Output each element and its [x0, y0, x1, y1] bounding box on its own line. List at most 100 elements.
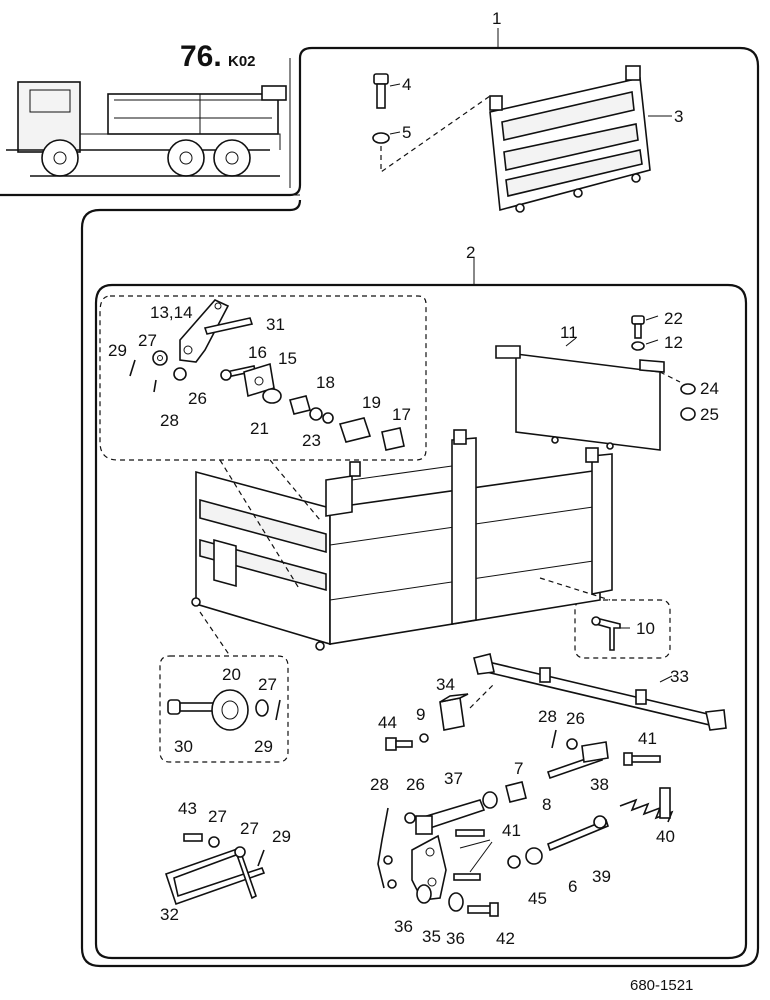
page-number: 76.	[180, 40, 222, 73]
bushing-12-part	[631, 341, 645, 351]
hinge-bracket-13-14	[179, 299, 230, 363]
callout-6: 6	[568, 877, 577, 896]
callout-15: 15	[278, 349, 297, 368]
drawing-code: 680-1521	[630, 977, 693, 994]
callout-42: 42	[496, 929, 515, 948]
callout-39: 39	[592, 867, 611, 886]
cross-shaft-33-part	[473, 653, 727, 731]
nut-45-part	[507, 855, 521, 869]
bushing-36a	[416, 884, 432, 904]
nut-24-part	[680, 383, 696, 395]
pin-10-part	[591, 616, 621, 651]
latch-17-part	[381, 427, 405, 451]
callout-28-rod: 28	[538, 707, 557, 726]
callout-27-handle-a: 27	[208, 807, 227, 826]
washer-26-rod	[566, 738, 578, 750]
callout-30: 30	[174, 737, 193, 756]
clamp-15-part	[243, 362, 275, 398]
callout-33: 33	[670, 667, 689, 686]
callout-17: 17	[392, 405, 411, 424]
washer-27-pulley	[255, 699, 269, 717]
callout-18: 18	[316, 373, 335, 392]
bolt-44-part	[385, 737, 413, 751]
inner-frame	[94, 283, 748, 960]
dump-truck-thumbnail	[6, 81, 287, 177]
pin-detail-box	[574, 599, 671, 659]
bolt-4-part	[373, 73, 389, 109]
callout-27-pulley: 27	[258, 675, 277, 694]
callout-37: 37	[444, 769, 463, 788]
nut-25-part	[680, 407, 696, 421]
callout-26-linkage: 26	[406, 775, 425, 794]
callout-41-linkage: 41	[502, 821, 521, 840]
callout-10: 10	[636, 619, 655, 638]
bushing-7-part	[482, 791, 498, 809]
callout-16: 16	[248, 343, 267, 362]
washer-27-handle-a	[208, 836, 220, 848]
page-number-suffix: K02	[228, 53, 256, 70]
pulley-20-part	[211, 689, 249, 731]
callout-1: 1	[492, 9, 501, 28]
callout-29-hinge: 29	[108, 341, 127, 360]
callout-31: 31	[266, 315, 285, 334]
callout-32: 32	[160, 905, 179, 924]
callout-19: 19	[362, 393, 381, 412]
pin-28-linkage	[377, 807, 389, 889]
callout-24: 24	[700, 379, 719, 398]
callout-45: 45	[528, 889, 547, 908]
washer-27-hinge	[152, 350, 168, 366]
pin-29-hinge	[129, 359, 136, 377]
washer-26-hinge	[173, 367, 187, 381]
side-panel-part	[495, 345, 665, 451]
callout-4: 4	[402, 75, 411, 94]
callout-29-pulley: 29	[254, 737, 273, 756]
callout-27-handle-b: 27	[240, 819, 259, 838]
bolt-42-part	[467, 902, 499, 917]
tailgate-part	[489, 65, 651, 213]
bolt-41-rod	[623, 752, 661, 766]
sleeve-8-part	[505, 781, 527, 803]
callout-labels: 1 2 3 4 5 6 7 8 9 10 11 12 13,14 15 16 1…	[108, 9, 719, 948]
pin-28-hinge	[153, 379, 157, 393]
callout-12: 12	[664, 333, 683, 352]
callout-41-rod: 41	[638, 729, 657, 748]
rod-39-part	[547, 815, 609, 852]
callout-8: 8	[542, 795, 551, 814]
callout-40: 40	[656, 827, 675, 846]
outer-frame	[0, 46, 760, 968]
callout-36a: 36	[394, 917, 413, 936]
pin-29-handle	[257, 849, 265, 867]
rod-38-part	[546, 741, 609, 780]
callout-43: 43	[178, 799, 197, 818]
callout-23: 23	[302, 431, 321, 450]
sleeve-18-part	[289, 395, 311, 415]
washer-9-part	[419, 733, 429, 743]
bolt-41-linkage	[453, 829, 485, 881]
callout-5: 5	[402, 123, 411, 142]
lever-37-part	[415, 799, 486, 835]
callout-2: 2	[466, 243, 475, 262]
bushing-36b	[448, 892, 464, 912]
callout-34: 34	[436, 675, 455, 694]
callout-13-14: 13,14	[150, 303, 193, 322]
bolt-31-part	[203, 317, 254, 335]
pin-30-part	[167, 699, 219, 715]
callout-44: 44	[378, 713, 397, 732]
washer-27-handle-b	[234, 846, 246, 858]
spring-19-part	[338, 417, 372, 443]
callout-22: 22	[664, 309, 683, 328]
bolt-43-part	[183, 833, 203, 842]
callout-7: 7	[514, 759, 523, 778]
callout-28-hinge: 28	[160, 411, 179, 430]
pin-29-pulley	[275, 699, 281, 721]
handle-32-part	[164, 847, 266, 906]
callout-36b: 36	[446, 929, 465, 948]
spring-40-part	[619, 787, 674, 823]
hinge-detail-box	[99, 295, 427, 461]
callout-35: 35	[422, 927, 441, 946]
pulley-detail-box	[159, 655, 289, 763]
callout-28-linkage: 28	[370, 775, 389, 794]
cargo-body-part	[191, 429, 613, 651]
bracket-35-part	[411, 834, 447, 901]
callout-26-rod: 26	[566, 709, 585, 728]
